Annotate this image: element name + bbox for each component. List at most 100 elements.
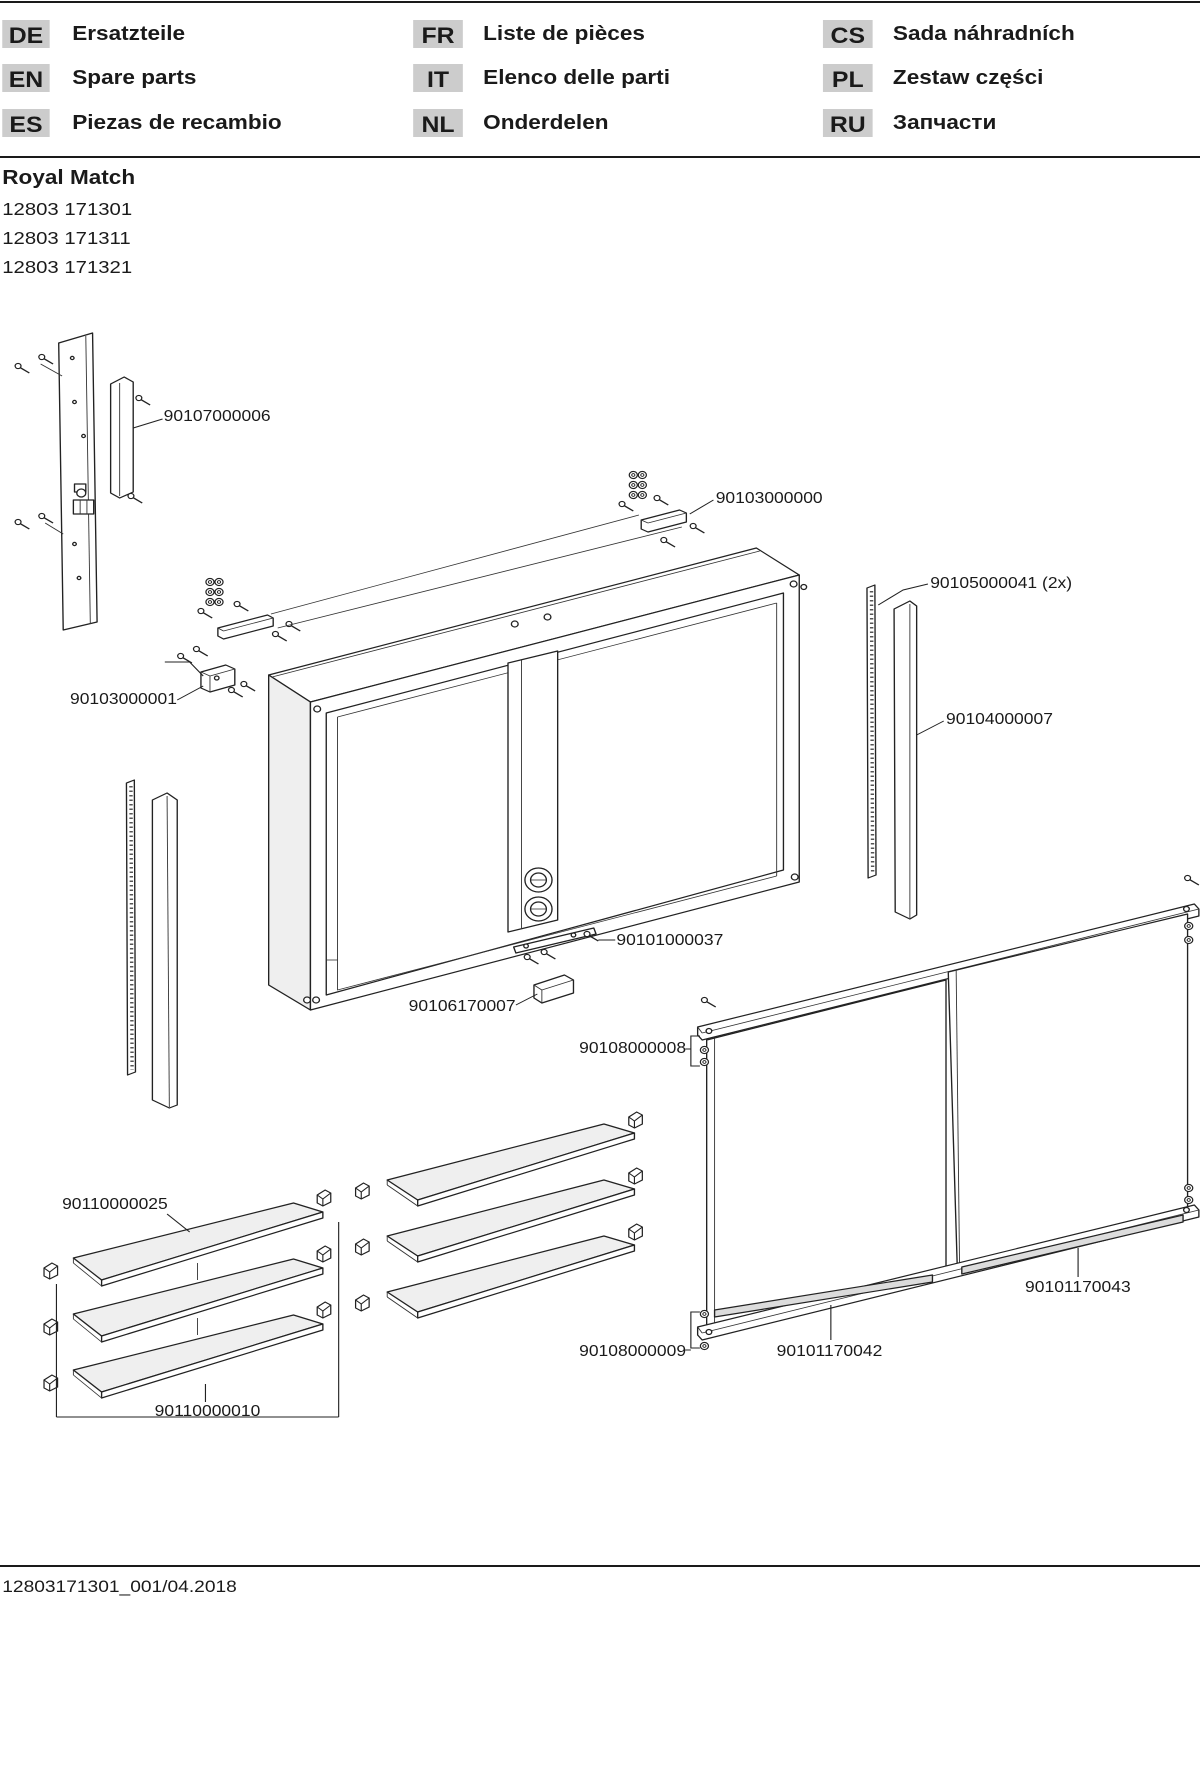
language-code: NL bbox=[421, 112, 454, 136]
shelf-support-icon bbox=[43, 1374, 59, 1392]
socket-icon bbox=[524, 896, 553, 922]
led-strip-right: 90105000041 (2x) bbox=[866, 574, 1072, 879]
header: DE Ersatzteile EN Spare parts ES Piezas … bbox=[0, 1, 1200, 158]
door-strip-right-label: 90101170043 bbox=[1025, 1248, 1131, 1296]
language-code-box bbox=[822, 64, 873, 92]
shelf-support-icon bbox=[628, 1167, 643, 1185]
language-code-box bbox=[413, 64, 463, 92]
cabinet-body bbox=[267, 547, 808, 1011]
language-code: RU bbox=[830, 112, 866, 136]
door-strip-left bbox=[713, 1274, 934, 1318]
socket-part: 90101000037 bbox=[583, 930, 723, 949]
shelf-group-left bbox=[43, 1189, 332, 1399]
screw-icon bbox=[660, 536, 676, 548]
nut-icon bbox=[637, 490, 648, 500]
language-label: Zestaw części bbox=[893, 66, 1044, 89]
nut-icon bbox=[1184, 1195, 1194, 1205]
light-bar: 90107000006 bbox=[109, 376, 271, 504]
screw-icon bbox=[653, 494, 670, 506]
nut-icon bbox=[699, 1341, 710, 1351]
screw-icon bbox=[192, 645, 209, 657]
socket-icon bbox=[524, 867, 553, 893]
language-row-cs: CS Sada náhradních bbox=[822, 20, 1075, 48]
center-column bbox=[507, 650, 559, 933]
language-label: Onderdelen bbox=[483, 111, 608, 134]
nut-icon bbox=[637, 470, 648, 480]
glass-shelf bbox=[386, 1179, 636, 1263]
language-label: Liste de pièces bbox=[483, 22, 645, 45]
nut-icon bbox=[205, 577, 215, 587]
language-code-box bbox=[2, 64, 50, 92]
language-label: Spare parts bbox=[72, 66, 196, 89]
glass-shelf bbox=[72, 1258, 324, 1343]
product-info: Royal Match 12803 171301 12803 171311 12… bbox=[2, 166, 135, 278]
language-code-box bbox=[2, 20, 50, 48]
nut-icon bbox=[699, 1045, 710, 1055]
part-number-label: 90104000007 bbox=[946, 710, 1053, 728]
screw-icon bbox=[14, 518, 31, 530]
door-strip-left-label: 90101170042 bbox=[777, 1305, 883, 1360]
language-row-en: EN Spare parts bbox=[2, 64, 196, 92]
part-number-label: 90101170042 bbox=[777, 1342, 883, 1360]
language-code-box bbox=[2, 109, 50, 137]
side-panel bbox=[14, 332, 98, 631]
nut-icon bbox=[628, 470, 638, 480]
screw-icon bbox=[227, 686, 244, 698]
nut-icon bbox=[628, 480, 638, 490]
glass-shelf bbox=[386, 1123, 636, 1207]
led-strip-left bbox=[125, 779, 137, 1076]
language-row-it: IT Elenco delle parti bbox=[413, 64, 670, 92]
screw-icon bbox=[197, 607, 213, 619]
nut-icon bbox=[214, 587, 224, 597]
shelf-support-icon bbox=[316, 1301, 332, 1319]
screw-icon bbox=[127, 492, 143, 504]
language-code: CS bbox=[831, 23, 866, 47]
nut-icon bbox=[205, 587, 215, 597]
part-number-label: 90103000000 bbox=[716, 489, 823, 507]
glass-shelf bbox=[72, 1314, 324, 1399]
language-label: Ersatzteile bbox=[72, 22, 185, 45]
shelf-support-icon bbox=[354, 1238, 370, 1256]
language-code: DE bbox=[9, 23, 44, 47]
language-code: PL bbox=[832, 67, 864, 91]
language-label: Elenco delle parti bbox=[483, 66, 670, 89]
language-code-box bbox=[822, 109, 873, 137]
nut-icon bbox=[205, 597, 215, 607]
part-number-label: 90108000008 bbox=[579, 1039, 686, 1057]
shelf-support-icon bbox=[43, 1318, 59, 1336]
screw-icon bbox=[233, 600, 250, 612]
nut-icon bbox=[1184, 921, 1194, 931]
shelf-support-icon bbox=[316, 1189, 332, 1207]
nut-icon bbox=[214, 597, 224, 607]
screw-icon bbox=[618, 500, 635, 512]
article-number: 12803 171301 bbox=[2, 200, 132, 220]
side-cover-left bbox=[151, 792, 178, 1109]
language-code-box bbox=[413, 109, 463, 137]
part-number-label: 90101170043 bbox=[1025, 1278, 1131, 1296]
part-number-label: 90110000010 bbox=[155, 1402, 261, 1420]
language-row-fr: FR Liste de pièces bbox=[413, 20, 645, 48]
part-number-label: 90110000025 bbox=[62, 1195, 168, 1213]
part-number-label: 90106170007 bbox=[409, 997, 516, 1015]
article-number: 12803 171321 bbox=[2, 258, 132, 278]
language-row-nl: NL Onderdelen bbox=[413, 109, 609, 137]
article-number: 12803 171311 bbox=[2, 229, 130, 249]
language-code: FR bbox=[421, 23, 454, 47]
screw-icon bbox=[700, 996, 717, 1008]
door-fixings-bottom: 90108000009 bbox=[579, 1311, 700, 1360]
language-row-de: DE Ersatzteile bbox=[2, 20, 185, 48]
cable-hole bbox=[510, 620, 519, 628]
screw-icon bbox=[14, 362, 31, 374]
screw-icon bbox=[523, 953, 540, 965]
shelf-support-icon bbox=[354, 1294, 370, 1312]
nut-icon bbox=[1184, 1183, 1194, 1193]
language-code: IT bbox=[427, 67, 450, 91]
side-cover-right: 90104000007 bbox=[893, 600, 1053, 920]
product-name: Royal Match bbox=[2, 166, 135, 189]
nut-icon bbox=[699, 1309, 710, 1319]
part-number-label: 90107000006 bbox=[164, 407, 271, 425]
screw-icon bbox=[689, 522, 706, 534]
shelf-support-icon bbox=[354, 1182, 370, 1200]
glass-shelf bbox=[386, 1235, 636, 1319]
